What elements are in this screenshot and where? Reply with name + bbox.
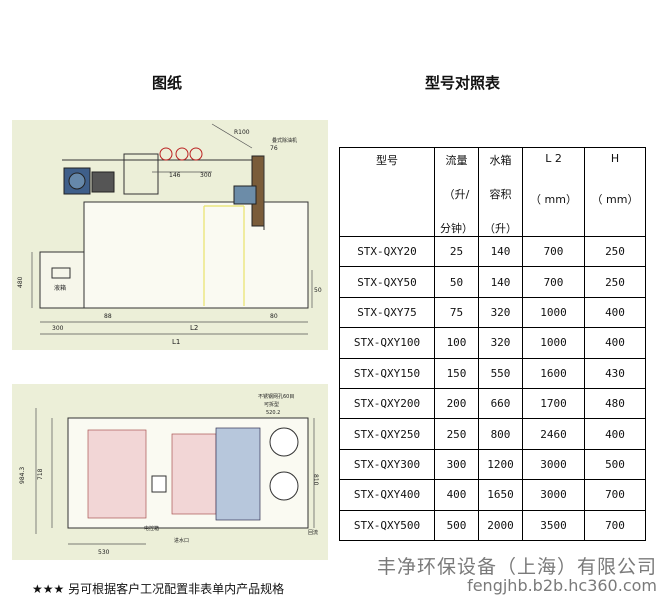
label-76: 76 xyxy=(270,145,278,152)
header-flow: 流量（升/分钟） xyxy=(434,147,479,237)
label-tank: 液箱 xyxy=(54,284,66,292)
cell-l2: 1600 xyxy=(522,357,585,389)
cell-l2: 1000 xyxy=(522,327,585,359)
cell-l2: 3000 xyxy=(522,479,585,511)
label-return: 回流 xyxy=(308,529,318,536)
label-l1: L1 xyxy=(172,338,180,346)
header-model: 型号 xyxy=(339,147,435,237)
cell-flow: 75 xyxy=(434,296,479,329)
label-r100: R100 xyxy=(234,129,250,136)
cell-volume: 140 xyxy=(478,266,523,298)
cell-h: 400 xyxy=(584,296,646,329)
cell-flow: 250 xyxy=(434,418,479,450)
cell-flow: 200 xyxy=(434,387,479,420)
top-view-drawing: 984.3 718 530 810 不锈钢网孔60目 可拆型 520.2 电控箱… xyxy=(12,384,328,560)
header-l2: L 2（ mm） xyxy=(522,147,585,237)
cell-flow: 500 xyxy=(434,509,479,542)
label-718: 718 xyxy=(37,468,44,480)
label-l2: L2 xyxy=(190,324,198,332)
side-view-svg: R100 146 300 76 叠式除油机 480 300 88 L2 80 L… xyxy=(17,123,322,346)
cell-l2: 3500 xyxy=(522,509,585,542)
side-view-drawing: R100 146 300 76 叠式除油机 480 300 88 L2 80 L… xyxy=(12,120,328,350)
cell-l2: 700 xyxy=(522,266,585,298)
cell-model: STX-QXY20 xyxy=(339,235,435,268)
cell-volume: 800 xyxy=(478,418,523,450)
cell-h: 700 xyxy=(584,509,646,542)
cell-model: STX-QXY500 xyxy=(339,509,435,542)
label-530: 530 xyxy=(98,549,110,556)
label-mesh: 不锈钢网孔60目 xyxy=(258,393,294,400)
cell-volume: 1200 xyxy=(478,448,523,481)
label-skimmer: 叠式除油机 xyxy=(272,137,297,144)
top-view-svg: 984.3 718 530 810 不锈钢网孔60目 可拆型 520.2 电控箱… xyxy=(19,393,319,556)
cell-h: 500 xyxy=(584,448,646,481)
cell-h: 400 xyxy=(584,327,646,359)
cell-model: STX-QXY400 xyxy=(339,479,435,511)
cell-model: STX-QXY250 xyxy=(339,418,435,450)
cell-h: 250 xyxy=(584,235,646,268)
label-146: 146 xyxy=(169,172,181,179)
cell-volume: 320 xyxy=(478,296,523,329)
label-520: 520.2 xyxy=(266,410,280,416)
cell-l2: 1700 xyxy=(522,387,585,420)
cell-volume: 2000 xyxy=(478,509,523,542)
cell-h: 480 xyxy=(584,387,646,420)
table-title: 型号对照表 xyxy=(425,74,501,92)
header-h: H（ mm） xyxy=(584,147,646,237)
cell-model: STX-QXY200 xyxy=(339,387,435,420)
cell-model: STX-QXY100 xyxy=(339,327,435,359)
cell-h: 400 xyxy=(584,418,646,450)
label-300-top: 300 xyxy=(200,172,212,179)
cell-model: STX-QXY75 xyxy=(339,296,435,329)
label-810: 810 xyxy=(312,474,319,486)
footer-note: ★★★ 另可根据客户工况配置非表单内产品规格 xyxy=(32,582,285,596)
cell-h: 430 xyxy=(584,357,646,389)
label-480: 480 xyxy=(17,276,24,288)
label-80: 80 xyxy=(270,313,278,320)
header-tank-volume: 水箱容积（升） xyxy=(478,147,523,237)
label-removable: 可拆型 xyxy=(264,401,279,408)
cell-h: 250 xyxy=(584,266,646,298)
cell-flow: 25 xyxy=(434,235,479,268)
cell-flow: 400 xyxy=(434,479,479,511)
cell-model: STX-QXY50 xyxy=(339,266,435,298)
cell-volume: 660 xyxy=(478,387,523,420)
drawing-title: 图纸 xyxy=(152,74,183,92)
cell-flow: 50 xyxy=(434,266,479,298)
cell-flow: 150 xyxy=(434,357,479,389)
model-comparison-table: 型号 流量（升/分钟） 水箱容积（升） L 2（ mm） H（ mm） STX-… xyxy=(339,147,646,542)
cell-l2: 1000 xyxy=(522,296,585,329)
cell-flow: 300 xyxy=(434,448,479,481)
cell-volume: 1650 xyxy=(478,479,523,511)
cell-l2: 3000 xyxy=(522,448,585,481)
label-984: 984.3 xyxy=(19,467,26,484)
cell-volume: 320 xyxy=(478,327,523,359)
cell-model: STX-QXY150 xyxy=(339,357,435,389)
label-50: 50 xyxy=(314,287,322,294)
cell-volume: 140 xyxy=(478,235,523,268)
cell-volume: 550 xyxy=(478,357,523,389)
table-header-row: 型号 流量（升/分钟） 水箱容积（升） L 2（ mm） H（ mm） xyxy=(339,147,646,237)
label-control-box: 电控箱 xyxy=(144,525,159,532)
website-watermark: fengjhb.b2b.hc360.com xyxy=(467,576,657,595)
label-300-bottom: 300 xyxy=(52,325,64,332)
cell-h: 700 xyxy=(584,479,646,511)
cell-l2: 700 xyxy=(522,235,585,268)
label-88: 88 xyxy=(104,313,112,320)
cell-l2: 2460 xyxy=(522,418,585,450)
label-inlet: 进水口 xyxy=(174,537,189,544)
cell-model: STX-QXY300 xyxy=(339,448,435,481)
cell-flow: 100 xyxy=(434,327,479,359)
company-watermark: 丰净环保设备（上海）有限公司 xyxy=(376,556,657,578)
